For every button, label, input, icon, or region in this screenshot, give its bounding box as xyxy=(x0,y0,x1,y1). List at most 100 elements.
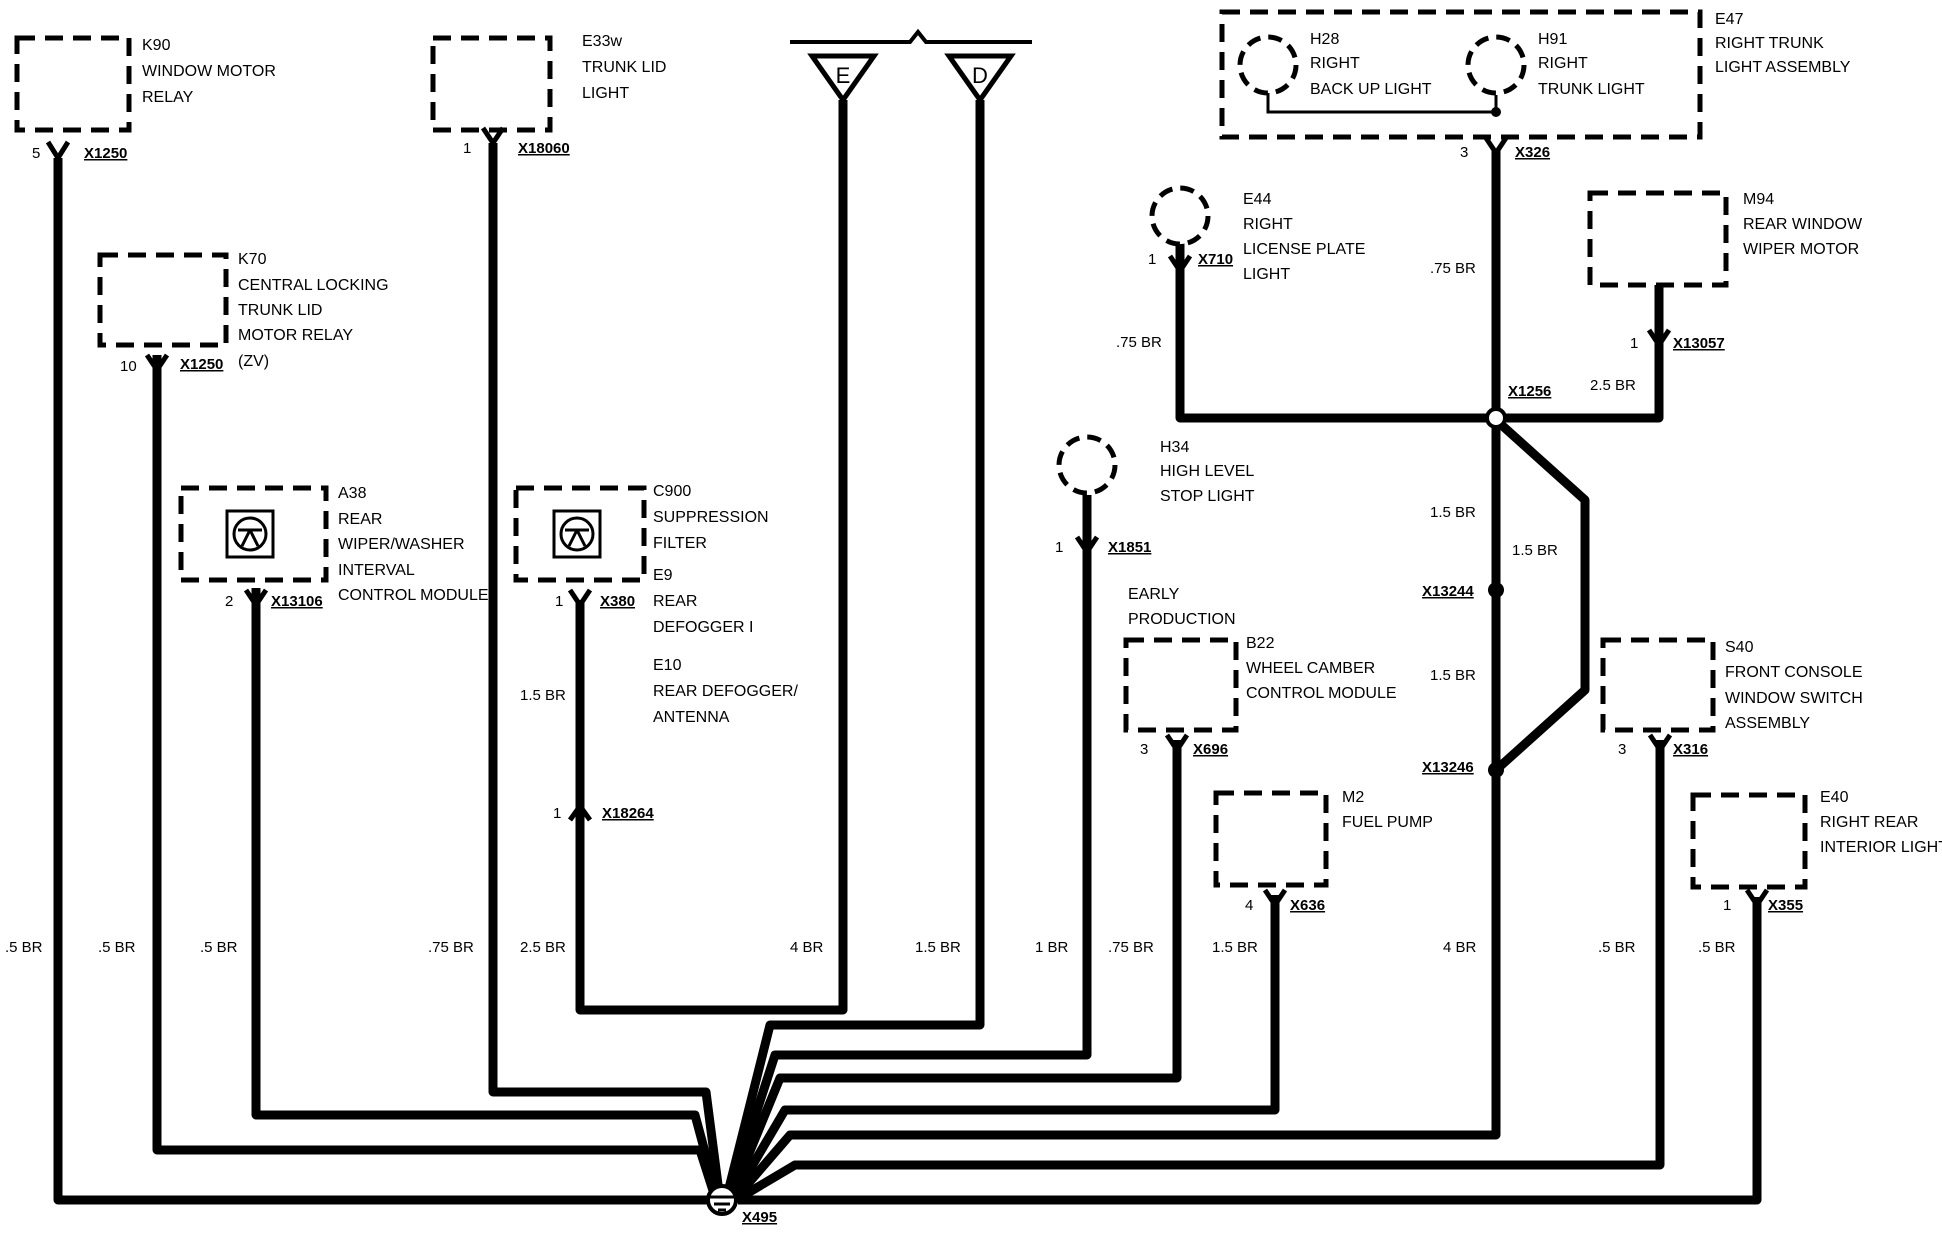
connector-labels: 5 X1250 1 X18060 10 X1250 2 X13106 1 X38… xyxy=(32,140,1803,1226)
e44-pin: 1 xyxy=(1148,251,1156,268)
gauge-label: 4 BR xyxy=(1443,939,1477,956)
h34-pin: 1 xyxy=(1055,539,1063,556)
wire-k90 xyxy=(53,158,714,1205)
c900-pin: 1 xyxy=(555,593,563,610)
wire-b22 xyxy=(725,740,1182,1202)
s40-connector-icon xyxy=(1647,733,1673,755)
gauge-label: 1.5 BR xyxy=(520,687,566,704)
gauge-label: 2.5 BR xyxy=(1590,377,1636,394)
k90-connector-icon xyxy=(45,140,71,163)
c900-connector-icon xyxy=(567,588,593,610)
h34-label: H34 HIGH LEVEL STOP LIGHT xyxy=(1160,439,1258,505)
k90-connector-id: X1250 xyxy=(84,145,127,162)
k70-connector-icon xyxy=(144,353,170,375)
e44-connector-id: X710 xyxy=(1198,251,1233,268)
e33w-label: E33w TRUNK LID LIGHT xyxy=(582,33,671,102)
ground-symbol xyxy=(706,1184,738,1216)
splice-x13244 xyxy=(1488,582,1504,598)
k90-pin: 5 xyxy=(32,145,40,162)
b22-label: EARLY PRODUCTION B22 WHEEL CAMBER CONTRO… xyxy=(1128,586,1397,702)
wire-splice-trunk xyxy=(730,770,1501,1203)
e44-lamp xyxy=(1149,185,1211,247)
gauge-label: .5 BR xyxy=(1698,939,1736,956)
e40-pin: 1 xyxy=(1723,897,1731,914)
m94-box xyxy=(1587,190,1729,288)
c900-box xyxy=(513,485,647,583)
components xyxy=(14,9,1808,890)
wire-splice-bypass xyxy=(1492,416,1590,774)
splice-x1256 xyxy=(1485,407,1507,429)
ground-x495-label: X495 xyxy=(742,1209,777,1226)
module-icon xyxy=(552,509,602,559)
e40-connector-icon xyxy=(1744,888,1770,910)
m94-label: M94 REAR WINDOW WIPER MOTOR xyxy=(1743,191,1867,258)
c900-connector-id: X380 xyxy=(600,593,635,610)
a38-pin: 2 xyxy=(225,593,233,610)
b22-pin: 3 xyxy=(1140,741,1148,758)
splices xyxy=(1485,107,1507,778)
wire-s40 xyxy=(733,740,1665,1204)
e47-pin: 3 xyxy=(1460,144,1468,161)
gauge-label: 1.5 BR xyxy=(1430,667,1476,684)
m94-connector-id: X13057 xyxy=(1673,335,1725,352)
reference-bracket xyxy=(790,28,1032,44)
inline-connector-icon xyxy=(567,801,593,822)
h34-connector-id: X1851 xyxy=(1108,539,1151,556)
inline-pin: 1 xyxy=(553,805,561,822)
h91-lamp xyxy=(1465,34,1527,96)
wires xyxy=(53,90,1762,1205)
k90-label: K90 WINDOW MOTOR RELAY xyxy=(142,37,280,106)
wire-gauge-labels: .5 BR .5 BR .5 BR .75 BR 2.5 BR 4 BR 1.5… xyxy=(5,260,1736,956)
e47-label: E47 RIGHT TRUNK LIGHT ASSEMBLY xyxy=(1715,11,1851,76)
s40-connector-id: X316 xyxy=(1673,741,1708,758)
a38-box xyxy=(178,485,329,583)
reference-d-triangle xyxy=(944,53,1016,105)
wire-h34 xyxy=(723,495,1092,1202)
gauge-label: 1.5 BR xyxy=(1212,939,1258,956)
wire-ref-d xyxy=(721,100,985,1202)
gauge-label: .5 BR xyxy=(1598,939,1636,956)
s40-box xyxy=(1600,637,1716,733)
e33w-connector-id: X18060 xyxy=(518,140,570,157)
h91-label: H91 RIGHT TRUNK LIGHT xyxy=(1538,31,1645,98)
e44-connector-icon xyxy=(1167,254,1193,276)
wire-defogger xyxy=(575,100,848,1015)
m94-pin: 1 xyxy=(1630,335,1638,352)
splice-x13246-label: X13246 xyxy=(1422,759,1474,776)
k70-box xyxy=(97,252,229,348)
inline-connector-id: X18264 xyxy=(602,805,654,822)
e40-connector-id: X355 xyxy=(1768,897,1803,914)
wire-h28-h91 xyxy=(1266,90,1498,114)
gauge-label: 4 BR xyxy=(790,939,824,956)
splice-x13246 xyxy=(1488,762,1504,778)
m94-connector-icon xyxy=(1646,328,1672,350)
junction-dot xyxy=(1491,107,1501,117)
m2-box xyxy=(1213,790,1329,888)
wire-m2 xyxy=(728,895,1280,1203)
k70-label: K70 CENTRAL LOCKING TRUNK LID MOTOR RELA… xyxy=(238,251,393,370)
gauge-label: .5 BR xyxy=(5,939,43,956)
e33w-connector-icon xyxy=(480,126,506,148)
m2-label: M2 FUEL PUMP xyxy=(1342,789,1433,831)
gauge-label: 1.5 BR xyxy=(1512,542,1558,559)
h34-connector-icon xyxy=(1074,535,1100,557)
m2-connector-icon xyxy=(1262,888,1288,910)
s40-pin: 3 xyxy=(1618,741,1626,758)
wire-e40 xyxy=(738,897,1762,1205)
k90-box xyxy=(14,35,132,133)
gauge-label: 1.5 BR xyxy=(915,939,961,956)
gauge-label: .75 BR xyxy=(1116,334,1162,351)
wire-a38 xyxy=(251,588,723,1202)
wire-k70 xyxy=(152,355,721,1202)
e9-e10-label: E9 REAR DEFOGGER I E10 REAR DEFOGGER/ AN… xyxy=(653,567,802,726)
h28-label: H28 RIGHT BACK UP LIGHT xyxy=(1310,31,1432,98)
b22-box xyxy=(1123,637,1239,733)
gauge-label: 2.5 BR xyxy=(520,939,566,956)
module-icon xyxy=(225,509,275,559)
a38-label: A38 REAR WIPER/WASHER INTERVAL CONTROL M… xyxy=(338,485,489,604)
e33w-box xyxy=(430,35,553,133)
gauge-label: 1.5 BR xyxy=(1430,504,1476,521)
gauge-label: .75 BR xyxy=(428,939,474,956)
gauge-label: .75 BR xyxy=(1108,939,1154,956)
